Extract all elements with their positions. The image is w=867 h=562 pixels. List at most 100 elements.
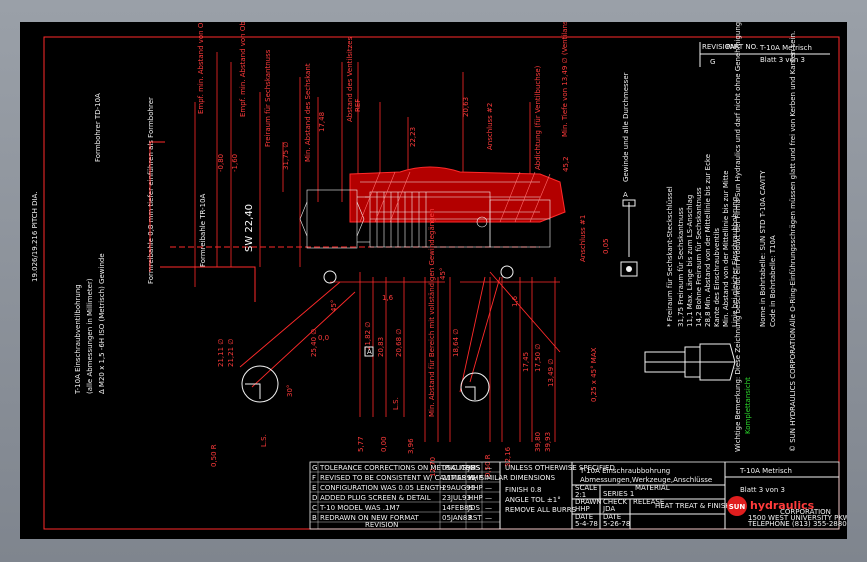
dim-d5: SW 22,40 (244, 204, 255, 252)
rev-letter-4: C (312, 504, 317, 512)
dim-d36: 0,0 (318, 334, 329, 342)
tb-heat-treat: HEAT TREAT & FINISH (655, 502, 731, 510)
rev-init-4: JDS (467, 504, 480, 512)
cavity-outline-left (160, 266, 256, 302)
tb-remove-burrs: REMOVE ALL BURRS (505, 506, 577, 514)
dim-d1: -0,80 (217, 154, 225, 172)
nomen-note: Nome in Bohrtabelle: SUN STD T-10A CAVIT… (759, 170, 767, 327)
note-3: 14,2 Bohne Freiraum für Sechskantnuss (695, 187, 703, 327)
min-abstand-sk: Min. Abstand des Sechskant (304, 63, 312, 162)
revision-row-2: CONFIGURATION WAS 0.05 LENGTH (320, 484, 445, 492)
revision-row-1: REVISED TO BE CONSISTENT W/ CAVITIES W/ … (320, 474, 556, 482)
revision-row-4: T-10 MODEL WAS .1M7 (319, 504, 400, 512)
dim-d22: 17,50 ∅ (534, 344, 542, 372)
dim-d31: 32,16 (504, 446, 512, 467)
note-1: 31,75 Freiraum für Sechskantnuss (677, 207, 685, 327)
datum-a-right: A (623, 191, 628, 199)
dim-d9: 45,2 (562, 156, 570, 172)
cad-viewport[interactable]: 19.026/19.216 PITCH DIA. T-10A Einschrau… (20, 0, 867, 539)
datum-box (364, 346, 374, 357)
tb-material-label: MATERIAL (635, 484, 670, 492)
rev-header: REVISION (702, 43, 735, 51)
tb-subtitle: Abmessungen,Werkzeuge,Anschlüsse (580, 476, 712, 484)
cavity-symbol (620, 199, 638, 277)
rev-date-2: 29AUG95 (442, 484, 475, 492)
rev-init-5: RST (468, 514, 482, 522)
tb-scale-label: SCALE (575, 484, 597, 492)
sheet-top: Blatt 3 von 3 (760, 56, 805, 64)
revision-row-0: TOLERANCE CORRECTIONS ON METRIC ITEMS (319, 464, 481, 472)
gewinde-label: Gewinde und alle Durchmesser (622, 72, 630, 182)
rev-dash-0: — (485, 464, 492, 472)
tb-date-label-2: DATE (603, 513, 621, 521)
ls-label-1: L.S. (260, 434, 268, 447)
title-top: T-10A Metrisch (759, 44, 812, 52)
rev-dash-1: — (485, 474, 492, 482)
dim-d35: 1,6 (511, 295, 519, 307)
tool-outline (149, 141, 165, 272)
rev-letter-0: G (312, 464, 317, 472)
port-circles (241, 265, 514, 403)
dim-d6: REF (354, 99, 362, 112)
tb-release-label: RELEASE (633, 498, 664, 506)
tb-check-by: JDA (602, 505, 615, 513)
dim-d16: 30° (286, 385, 294, 397)
logo-corp: CORPORATION (780, 508, 831, 516)
dim-d32: 39,80 (534, 432, 542, 452)
cavity-subtitle: (alle Abmessungen in Millimeter) (86, 278, 94, 394)
rev-date-0: 05AUG98 (442, 464, 475, 472)
tb-drawn-label: DRAWN (575, 498, 602, 506)
dim-d8: 22,23 (409, 127, 417, 147)
dim-d28: 12,70 (429, 457, 437, 477)
formreibahle-note: Formreibahle 0,8 mm tiefer einführen als… (147, 97, 155, 284)
dim-d14: 21,21 ∅ (227, 339, 235, 367)
dim-d27: 3,96 (407, 438, 415, 454)
dim-d19: 20,68 ∅ (395, 329, 403, 357)
tb-series: SERIES 1 (603, 490, 634, 498)
empf-min-1: Empf. min. Abstand von Oberfläche (gefr.… (197, 22, 205, 114)
dim-d15: 25,40 ∅ (310, 329, 318, 357)
rev-dash-5: — (485, 514, 492, 522)
formbohrer-label: Formbohrer TD-10A (94, 93, 102, 162)
part-header: PART NO. (726, 43, 758, 51)
dim-d13: 21,11 ∅ (217, 339, 225, 367)
tb-revision-label: REVISION (365, 521, 398, 529)
formreibahle-label: Formreibahle TR-10A (199, 193, 207, 267)
oring-note: Alle O-Ring-Einführungsschrägen müssen g… (789, 31, 797, 327)
dim-d21: 17,45 (522, 352, 530, 372)
company-phone: TELEPHONE (813) 355-2880 (747, 520, 847, 528)
note-4: 28,8 Min. Abstand von der Mittellinie bi… (704, 154, 712, 327)
technical-drawing: 19.026/19.216 PITCH DIA. T-10A Einschrau… (31, 0, 867, 530)
company-address: 1500 WEST UNIVERSITY PKWY, SARASOTA, FLO… (748, 514, 847, 522)
rev-letter-5: B (312, 514, 317, 522)
rev-letter-1: F (312, 474, 316, 482)
thread-note: ∆ M20 x 1,5 -6H ISO (Metrisch) Gewinde (98, 253, 106, 395)
dim-d20: 18,64 ∅ (452, 329, 460, 357)
port-lines (239, 271, 561, 393)
rev-init-1: HHP (468, 474, 483, 482)
tb-date-label: DATE (575, 513, 593, 521)
notes-column: * Freiraum für Sechskant-Steckschlüssel … (666, 0, 797, 452)
top-right-title: REVISION PART NO. G T-10A Metrisch Blatt… (699, 42, 830, 67)
dim-d10: 0,05 (602, 238, 610, 254)
dim-d12: 45° (330, 300, 338, 312)
rev-date-5: 05JAN83 (442, 514, 472, 522)
rev-dash-2: — (485, 484, 492, 492)
rev-date-3: 23JUL93 (442, 494, 471, 502)
min-tiefe-label: Min. Tiefe von 13,49 ∅ (Ventilanschlussb… (561, 22, 569, 137)
port1-label: Anschluss #1 (579, 215, 587, 262)
tb-drawn-by: HHP (575, 505, 590, 513)
abdichtung-label: Abdichtung (für Ventilbuchse) (534, 65, 542, 170)
dim-d34: 1,6 (382, 294, 394, 302)
complete-view (644, 343, 736, 381)
empf-min-2: Empf. min. Abstand von Oberfläche (ungef… (239, 22, 247, 117)
dim-d30: 0,50 R (484, 454, 492, 477)
tb-tolerance: FINISH 0.8 (505, 486, 541, 494)
tb-sheet: Blatt 3 von 3 (740, 486, 785, 494)
datum-label: A (367, 348, 372, 356)
revision-row-5: REDRAWN ON NEW FORMAT (320, 514, 420, 522)
rev-date-1: 21MAR95 (442, 474, 476, 482)
dim-d2: -1,60 (231, 154, 239, 172)
abstand-ventil: Abstand des Ventilsitzes (346, 36, 354, 122)
tb-check-label: CHECK (603, 498, 627, 506)
